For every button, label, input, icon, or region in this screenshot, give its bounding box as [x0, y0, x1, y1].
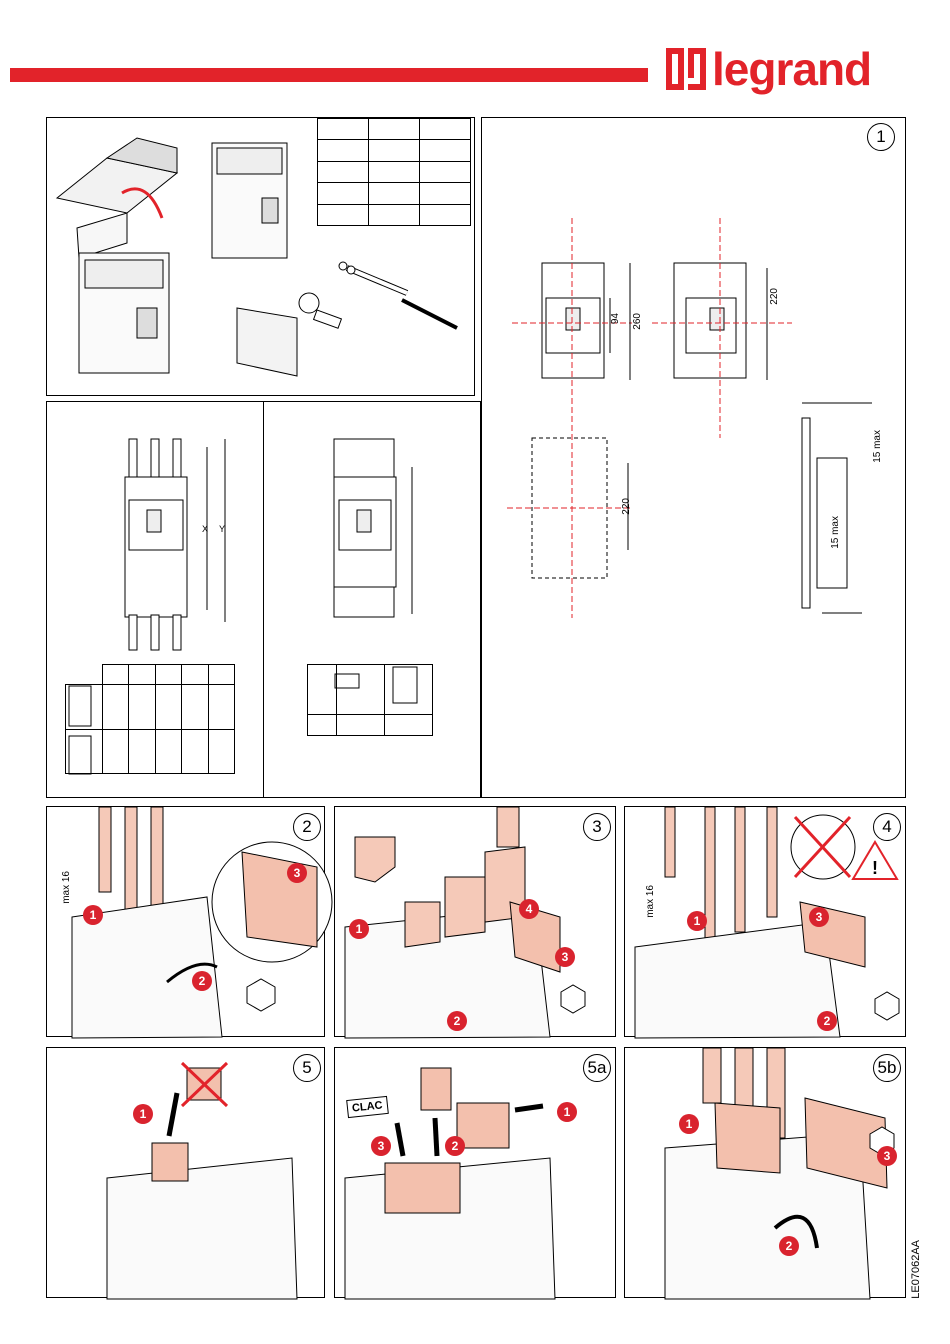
dim-15-max-top: 15 max — [872, 430, 883, 463]
step-2-panel: 2 max 16 1 2 3 — [46, 806, 325, 1037]
step-5b-marker-2: 2 — [779, 1236, 799, 1256]
step-5-panel: 5 1 — [46, 1047, 325, 1298]
step-5a-illustration — [335, 1048, 617, 1299]
step-5-marker-1: 1 — [133, 1104, 153, 1124]
dim-220-cutout: 220 — [621, 498, 632, 515]
step-4-illustration: ! — [625, 807, 907, 1038]
lug-table — [65, 664, 235, 774]
dim-15-max-bottom: 15 max — [830, 516, 841, 549]
step-5b-illustration — [625, 1048, 907, 1299]
brand-name: legrand — [712, 46, 871, 92]
step-2-marker-1: 1 — [83, 905, 103, 925]
terminals-panel: X Y — [46, 401, 481, 798]
dim-x: X — [202, 524, 208, 534]
step-5-illustration — [47, 1048, 326, 1299]
step-3-marker-4: 4 — [519, 899, 539, 919]
contents-panel — [46, 117, 475, 396]
step-3-illustration — [335, 807, 617, 1038]
dim-260: 260 — [632, 313, 643, 330]
legrand-logo: legrand — [666, 44, 871, 94]
max-16-label: max 16 — [61, 871, 72, 904]
step-3-marker-2: 2 — [447, 1011, 467, 1031]
step-3-marker-1: 1 — [349, 919, 369, 939]
step-5b-marker-1: 1 — [679, 1114, 699, 1134]
document-reference: LE07062AA — [910, 1240, 922, 1299]
dimension-drawings — [482, 118, 907, 799]
step-4-marker-1: 1 — [687, 911, 707, 931]
step-4-panel: 4 ! max 16 1 2 3 — [624, 806, 906, 1037]
terminal-table — [307, 664, 433, 736]
step-3-panel: 3 1 2 3 4 — [334, 806, 616, 1037]
dim-220-right: 220 — [769, 288, 780, 305]
step-4-marker-2: 2 — [817, 1011, 837, 1031]
legrand-logo-mark-icon — [666, 48, 706, 90]
svg-text:!: ! — [872, 858, 878, 878]
step-5b-panel: 5b 1 2 3 — [624, 1047, 906, 1298]
dim-y: Y — [219, 524, 225, 534]
dim-94: 94 — [610, 313, 621, 324]
step-5a-marker-1: 1 — [557, 1102, 577, 1122]
max-16-label-4: max 16 — [645, 885, 656, 918]
step-5a-marker-3: 3 — [371, 1136, 391, 1156]
step-3-marker-3: 3 — [555, 947, 575, 967]
step-5a-panel: 5a CLAC 1 2 3 — [334, 1047, 616, 1298]
step-1-panel: 1 94 260 220 220 15 max 15 max — [481, 117, 906, 798]
contents-illustration — [47, 118, 476, 397]
header-red-bar — [10, 68, 648, 82]
step-4-marker-3: 3 — [809, 907, 829, 927]
step-5a-marker-2: 2 — [445, 1136, 465, 1156]
step-2-marker-3: 3 — [287, 863, 307, 883]
step-5b-marker-3: 3 — [877, 1146, 897, 1166]
step-2-marker-2: 2 — [192, 971, 212, 991]
